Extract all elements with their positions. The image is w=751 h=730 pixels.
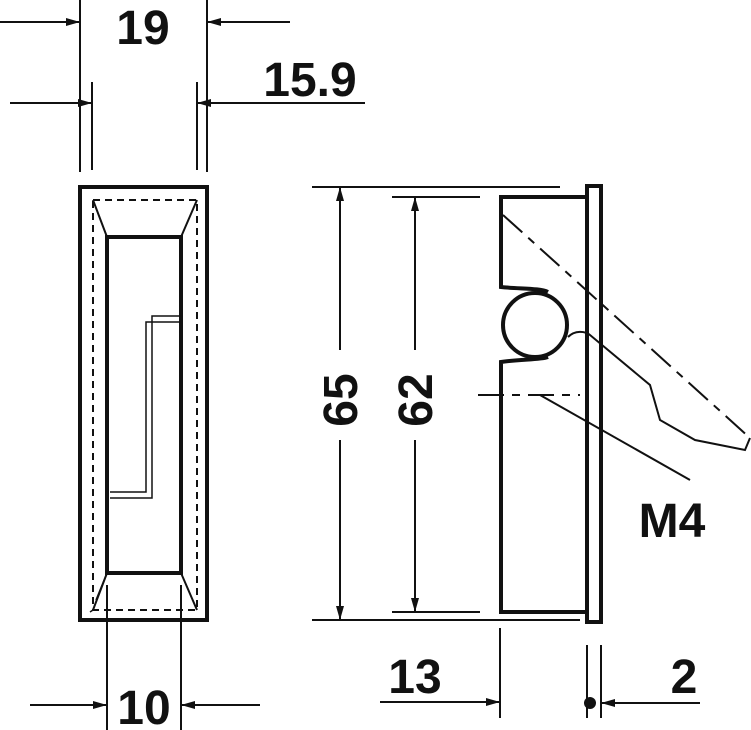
dimension-13: 13 [380,628,501,718]
dim-19-label: 19 [116,2,169,55]
side-view: M4 [478,184,751,624]
dimension-2: 2 [584,645,700,718]
dim-13-label: 13 [388,651,441,704]
dim-65-label: 65 [315,373,368,426]
dimension-62: 62 [390,196,480,613]
dim-15-9-label: 15.9 [263,54,356,107]
dimension-15-9: 15.9 [10,54,365,170]
dimension-65: 65 [312,186,580,621]
dim-2-label: 2 [671,651,698,704]
dim-10-label: 10 [117,682,170,730]
thread-label: M4 [639,495,706,548]
front-view [78,185,209,622]
dimension-19: 19 [0,0,290,172]
dim-62-label: 62 [390,373,443,426]
dimension-10: 10 [30,585,260,730]
